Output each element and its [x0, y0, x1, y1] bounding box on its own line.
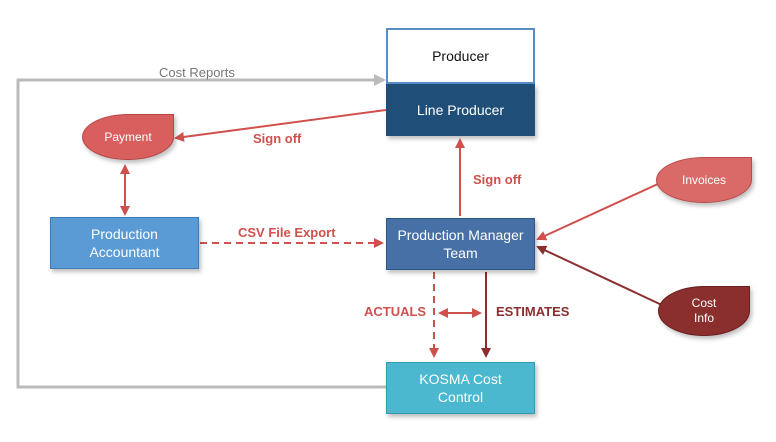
production-accountant-node: Production Accountant — [50, 217, 199, 269]
csv-file-export-label: CSV File Export — [238, 225, 336, 240]
kosma-cost-control-node: KOSMA Cost Control — [386, 362, 535, 414]
payment-node: Payment — [82, 114, 174, 160]
cost-info-node: Cost Info — [658, 286, 750, 336]
estimates-label: ESTIMATES — [496, 304, 570, 319]
invoices-node: Invoices — [656, 157, 752, 203]
cost-info-arrow — [536, 245, 665, 307]
actuals-label: ACTUALS — [364, 304, 427, 319]
invoices-arrow — [536, 182, 661, 241]
cost-reports-arrow — [16, 74, 386, 389]
sign-off-line-producer-label: Sign off — [473, 172, 522, 187]
sign-off-payment-arrow — [174, 109, 387, 142]
production-manager-team-node: Production Manager Team — [386, 218, 535, 270]
producer-node: Producer — [386, 28, 535, 84]
cost-reports-label: Cost Reports — [159, 65, 235, 80]
sign-off-payment-label: Sign off — [253, 131, 302, 146]
line-producer-node: Line Producer — [386, 84, 535, 136]
